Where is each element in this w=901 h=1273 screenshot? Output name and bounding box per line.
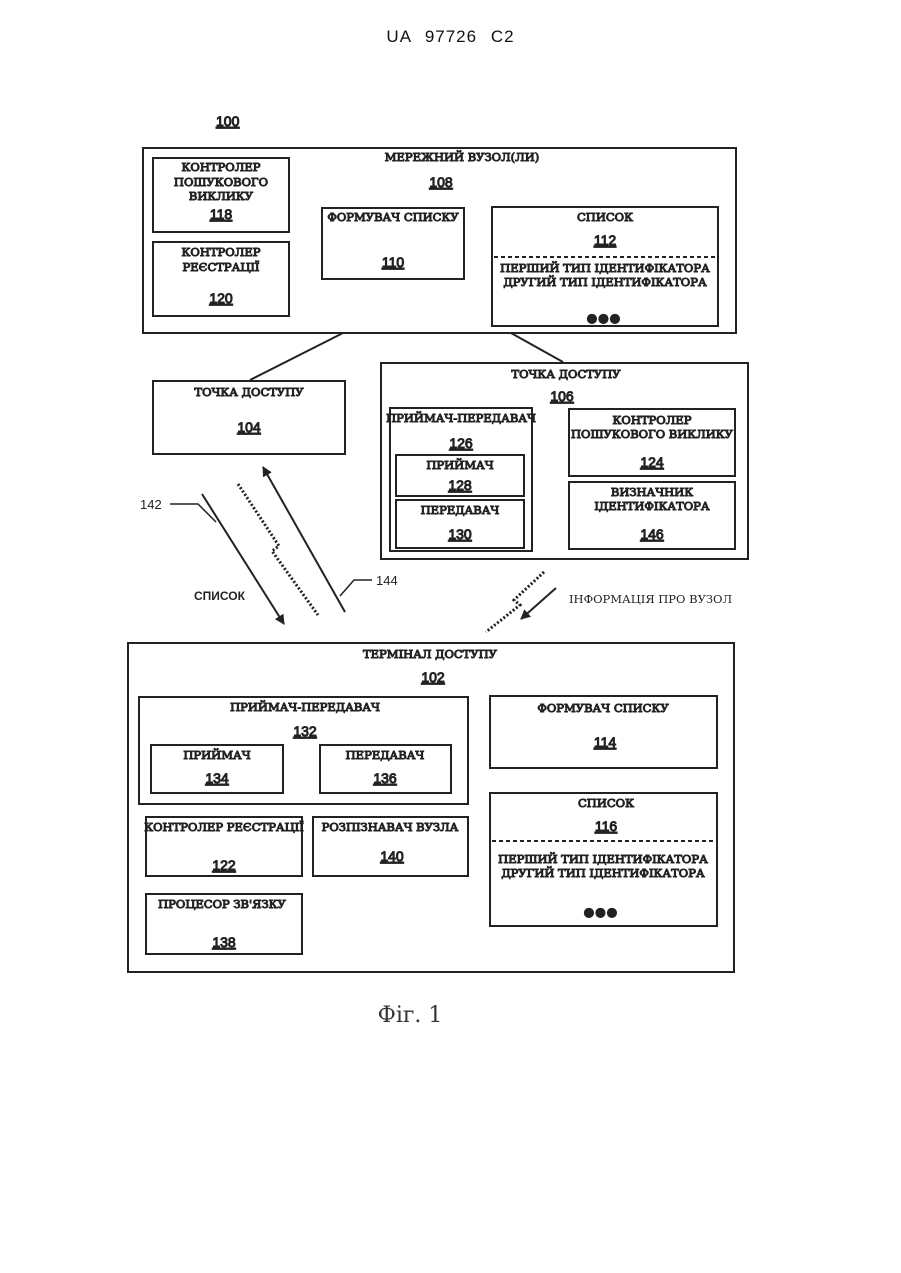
nn-paging-controller-line1: КОНТРОЛЕР (182, 160, 261, 174)
at-transmitter-ref: 136 (373, 770, 397, 786)
at-list-line2: ДРУГИЙ ТИП ІДЕНТИФІКАТОРА (501, 866, 705, 880)
at-receiver-label: ПРИЙМАЧ (183, 748, 250, 762)
system-ref: 100 (216, 113, 240, 129)
leader-144 (340, 580, 372, 596)
nn-registration-controller-line2: РЕЄСТРАЦІЇ (183, 260, 260, 274)
at-node-recognizer-label: РОЗПІЗНАВАЧ ВУЗЛА (322, 820, 459, 834)
at-registration-controller-label: КОНТРОЛЕР РЕЄСТРАЦІЇ (144, 820, 304, 834)
at-list-line1: ПЕРШИЙ ТИП ІДЕНТИФІКАТОРА (498, 852, 708, 866)
at-title: ТЕРМІНАЛ ДОСТУПУ (363, 647, 498, 661)
at-transceiver-label: ПРИЙМАЧ-ПЕРЕДАВАЧ (230, 700, 380, 714)
ap106-ref: 106 (550, 388, 574, 404)
nn-list-ellipsis: ●●● (587, 311, 621, 325)
at-transmitter-label: ПЕРЕДАВАЧ (346, 748, 425, 762)
link-node-ap104 (250, 333, 343, 380)
at-list-ref: 116 (595, 818, 618, 834)
at-receiver-ref: 134 (205, 770, 229, 786)
ap106-receiver-label: ПРИЙМАЧ (426, 458, 493, 472)
at-comm-processor-label: ПРОЦЕСОР ЗВ'ЯЗКУ (158, 897, 286, 911)
ap104-label: ТОЧКА ДОСТУПУ (194, 385, 304, 399)
nn-list-ref: 112 (594, 232, 617, 248)
nn-list-line1: ПЕРШИЙ ТИП ІДЕНТИФІКАТОРА (500, 261, 710, 275)
network-node-ref: 108 (429, 174, 453, 190)
ap106-title: ТОЧКА ДОСТУПУ (511, 367, 621, 381)
ap106-identifier-determiner-line1: ВИЗНАЧНИК (611, 485, 693, 499)
at-comm-processor-ref: 138 (212, 934, 236, 950)
at-registration-controller-ref: 122 (212, 857, 236, 873)
uplink-arrow-144 (263, 467, 345, 612)
at-ref: 102 (421, 669, 445, 685)
ap106-transmitter-ref: 130 (448, 526, 472, 542)
nn-registration-controller-ref: 120 (209, 290, 233, 306)
ap106-transmitter-label: ПЕРЕДАВАЧ (421, 503, 500, 517)
nn-list-label: СПИСОК (577, 210, 633, 224)
figure-caption: Фіг. 1 (340, 1003, 480, 1028)
node-info-label: ІНФОРМАЦІЯ ПРО ВУЗОЛ (569, 592, 732, 606)
ap106-transceiver-ref: 126 (449, 435, 473, 451)
at-list-former-ref: 114 (594, 734, 617, 750)
ap106-identifier-determiner-ref: 146 (640, 526, 664, 542)
ref-144: 144 (376, 573, 398, 588)
nn-paging-controller-line2: ПОШУКОВОГО (174, 175, 268, 189)
ap106-paging-controller-line2: ПОШУКОВОГО ВИКЛИКУ (571, 427, 734, 441)
ref-142: 142 (140, 497, 162, 512)
ap106-identifier-determiner-line2: ІДЕНТИФІКАТОРА (594, 499, 710, 513)
downlink-arrow-142 (202, 494, 284, 624)
network-node-title: МЕРЕЖНИЙ ВУЗОЛ(ЛИ) (385, 150, 540, 164)
at-list-label: СПИСОК (578, 796, 634, 810)
at-list-former-label: ФОРМУВАЧ СПИСКУ (537, 701, 669, 715)
at-transceiver-ref: 132 (293, 723, 317, 739)
nn-paging-controller-line3: ВИКЛИКУ (189, 189, 254, 203)
ap106-transceiver-label: ПРИЙМАЧ-ПЕРЕДАВАЧ (386, 411, 536, 425)
node-info-wireless-dotted (486, 572, 544, 632)
ap106-paging-controller-ref: 124 (640, 454, 664, 470)
nn-list-former-ref: 110 (382, 254, 405, 270)
wireless-link-dotted (238, 484, 318, 615)
at-list-ellipsis: ●●● (584, 905, 618, 919)
access-terminal-box (128, 643, 734, 972)
at-node-recognizer-ref: 140 (380, 848, 404, 864)
nn-list-line2: ДРУГИЙ ТИП ІДЕНТИФІКАТОРА (503, 275, 707, 289)
ap106-receiver-ref: 128 (448, 477, 472, 493)
nn-paging-controller-ref: 118 (210, 206, 233, 222)
list-link-label: СПИСОК (194, 589, 246, 603)
nn-list-former-label: ФОРМУВАЧ СПИСКУ (327, 210, 459, 224)
ap104-ref: 104 (237, 419, 261, 435)
node-info-arrow (521, 588, 556, 619)
link-node-ap106 (511, 333, 563, 362)
ap106-paging-controller-line1: КОНТРОЛЕР (613, 413, 692, 427)
nn-registration-controller-line1: КОНТРОЛЕР (182, 245, 261, 259)
